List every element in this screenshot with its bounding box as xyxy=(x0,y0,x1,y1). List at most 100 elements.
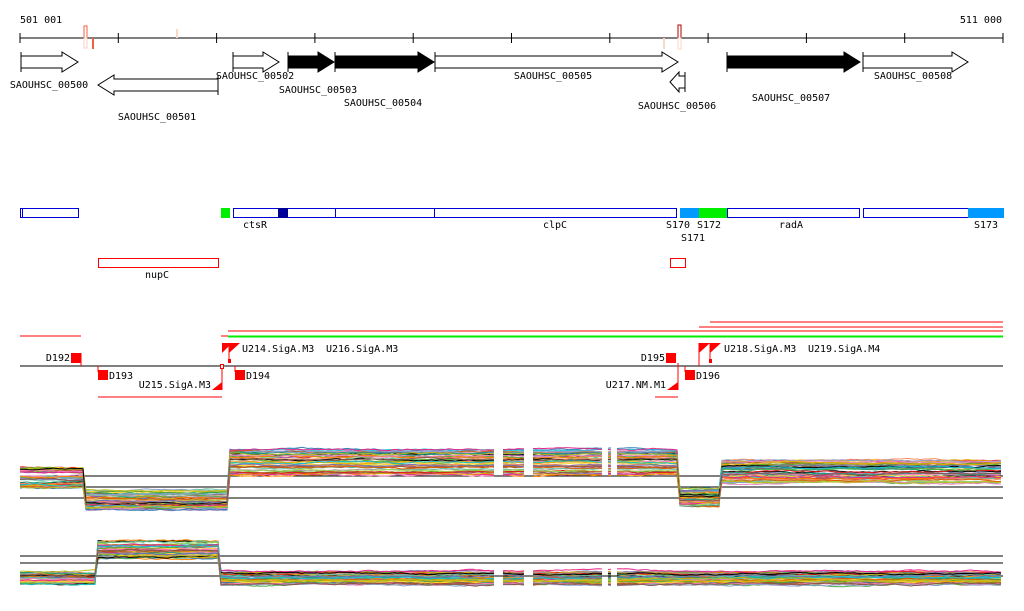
feature-box[interactable] xyxy=(699,208,727,218)
feature-box[interactable] xyxy=(221,208,230,218)
ruler: 501 001 511 000 xyxy=(19,15,1004,50)
expression-plot-bottom xyxy=(19,539,1003,588)
breakpoint-d192[interactable] xyxy=(71,353,81,363)
expression-series xyxy=(19,456,1002,507)
feature-box[interactable] xyxy=(680,208,699,218)
label-d195: D195 xyxy=(641,353,665,364)
feature-box[interactable] xyxy=(968,208,1004,218)
gene-arrow[interactable] xyxy=(726,51,861,73)
gene-SAOUHSC_00508[interactable]: SAOUHSC_00508 xyxy=(862,51,969,82)
expression-series xyxy=(19,460,1001,509)
transcript-track: D192 D193 U215.SigA.M3 U214.SigA.M3 U216… xyxy=(20,321,1003,398)
feature-track: ctsR clpC S170 S171 S172 radA S173 nupC xyxy=(20,208,1004,281)
gene-arrow[interactable] xyxy=(434,51,679,73)
expression-series xyxy=(19,451,1002,510)
expression-series xyxy=(19,463,1001,504)
gene-SAOUHSC_00505[interactable]: SAOUHSC_00505 xyxy=(434,51,679,82)
label-u217: U217.NM.M1 xyxy=(606,380,666,391)
feature-box[interactable] xyxy=(233,208,677,218)
expression-series xyxy=(19,554,1002,577)
site-marker xyxy=(677,24,682,39)
gene-label: SAOUHSC_00500 xyxy=(10,80,88,91)
promoter-u218[interactable] xyxy=(699,343,710,353)
promoter-marker xyxy=(709,359,712,363)
promoter-u217[interactable] xyxy=(667,382,678,390)
label-d192: D192 xyxy=(46,353,70,364)
gene-SAOUHSC_00507[interactable]: SAOUHSC_00507 xyxy=(726,51,861,104)
site-marker xyxy=(83,37,88,49)
promoter-u215[interactable] xyxy=(212,382,222,390)
ruler-ticks xyxy=(19,33,1004,43)
site-marker xyxy=(176,29,178,38)
breakpoint-d193[interactable] xyxy=(98,370,108,380)
site-marker xyxy=(83,25,88,39)
site-marker xyxy=(677,37,682,50)
site-marker xyxy=(663,38,665,49)
ruler-end-label: 511 000 xyxy=(960,15,1002,26)
expression-series xyxy=(19,550,1002,584)
expression-series xyxy=(19,543,1002,582)
feature-box[interactable] xyxy=(727,208,860,218)
gene-SAOUHSC_00504[interactable]: SAOUHSC_00504 xyxy=(334,51,435,109)
feature-label-s173: S173 xyxy=(974,220,998,231)
ruler-start-label: 501 001 xyxy=(20,15,62,26)
feature-label-s171: S171 xyxy=(681,233,705,244)
gene-arrow[interactable] xyxy=(97,74,219,96)
promoter-u219[interactable] xyxy=(710,343,721,353)
expression-series xyxy=(19,459,1002,499)
gene-arrow[interactable] xyxy=(669,70,686,94)
expression-series xyxy=(19,454,1002,500)
gene-label: SAOUHSC_00504 xyxy=(344,98,422,109)
label-u219: U219.SigA.M4 xyxy=(808,344,880,355)
feature-box[interactable] xyxy=(20,208,79,218)
gene-label: SAOUHSC_00501 xyxy=(118,112,196,123)
label-u215: U215.SigA.M3 xyxy=(139,380,211,391)
gene-SAOUHSC_00502[interactable]: SAOUHSC_00502 xyxy=(216,51,294,82)
breakpoint-d196[interactable] xyxy=(685,370,695,380)
expression-series xyxy=(19,447,1002,507)
feature-label-nupC: nupC xyxy=(145,270,169,281)
label-d194: D194 xyxy=(246,371,270,382)
label-d196: D196 xyxy=(696,371,720,382)
gene-SAOUHSC_00506[interactable]: SAOUHSC_00506 xyxy=(638,70,716,112)
expression-series xyxy=(19,548,1002,587)
gene-arrow[interactable] xyxy=(862,51,969,73)
expression-series xyxy=(19,451,1002,505)
gene-label: SAOUHSC_00505 xyxy=(514,71,592,82)
feature-box[interactable] xyxy=(863,208,969,218)
expression-series xyxy=(19,551,1002,579)
breakpoint-d195[interactable] xyxy=(666,353,676,363)
gene-label: SAOUHSC_00503 xyxy=(279,85,357,96)
gene-label: SAOUHSC_00508 xyxy=(874,71,952,82)
feature-box[interactable] xyxy=(670,258,686,268)
gene-arrow[interactable] xyxy=(287,51,335,73)
expression-plot-top xyxy=(19,446,1003,512)
label-u216: U216.SigA.M3 xyxy=(326,344,398,355)
feature-label-ctsR: ctsR xyxy=(243,220,268,231)
gene-label: SAOUHSC_00507 xyxy=(752,93,830,104)
gene-label: SAOUHSC_00502 xyxy=(216,71,294,82)
feature-box[interactable] xyxy=(278,208,288,218)
gene-SAOUHSC_00503[interactable]: SAOUHSC_00503 xyxy=(279,51,357,96)
promoter-marker xyxy=(220,364,224,369)
feature-label-s170: S170 xyxy=(666,220,690,231)
gene-arrow[interactable] xyxy=(232,51,280,73)
gene-SAOUHSC_00500[interactable]: SAOUHSC_00500 xyxy=(10,51,88,91)
promoter-u216[interactable] xyxy=(229,343,240,353)
expression-series xyxy=(19,553,1002,583)
feature-label-clpC: clpC xyxy=(543,220,567,231)
expression-series xyxy=(19,466,1002,506)
gene-arrow[interactable] xyxy=(334,51,435,73)
gene-track: SAOUHSC_00500SAOUHSC_00501SAOUHSC_00502S… xyxy=(10,51,969,123)
feature-label-s172: S172 xyxy=(697,220,721,231)
expression-series xyxy=(19,450,1002,500)
gene-SAOUHSC_00501[interactable]: SAOUHSC_00501 xyxy=(97,74,219,123)
feature-box-nupC[interactable] xyxy=(98,258,219,268)
gene-arrow[interactable] xyxy=(20,51,79,73)
breakpoint-d194[interactable] xyxy=(235,370,245,380)
expression-series xyxy=(19,459,1002,509)
expression-series xyxy=(19,465,1002,501)
label-u214: U214.SigA.M3 xyxy=(242,344,314,355)
gene-label: SAOUHSC_00506 xyxy=(638,101,716,112)
